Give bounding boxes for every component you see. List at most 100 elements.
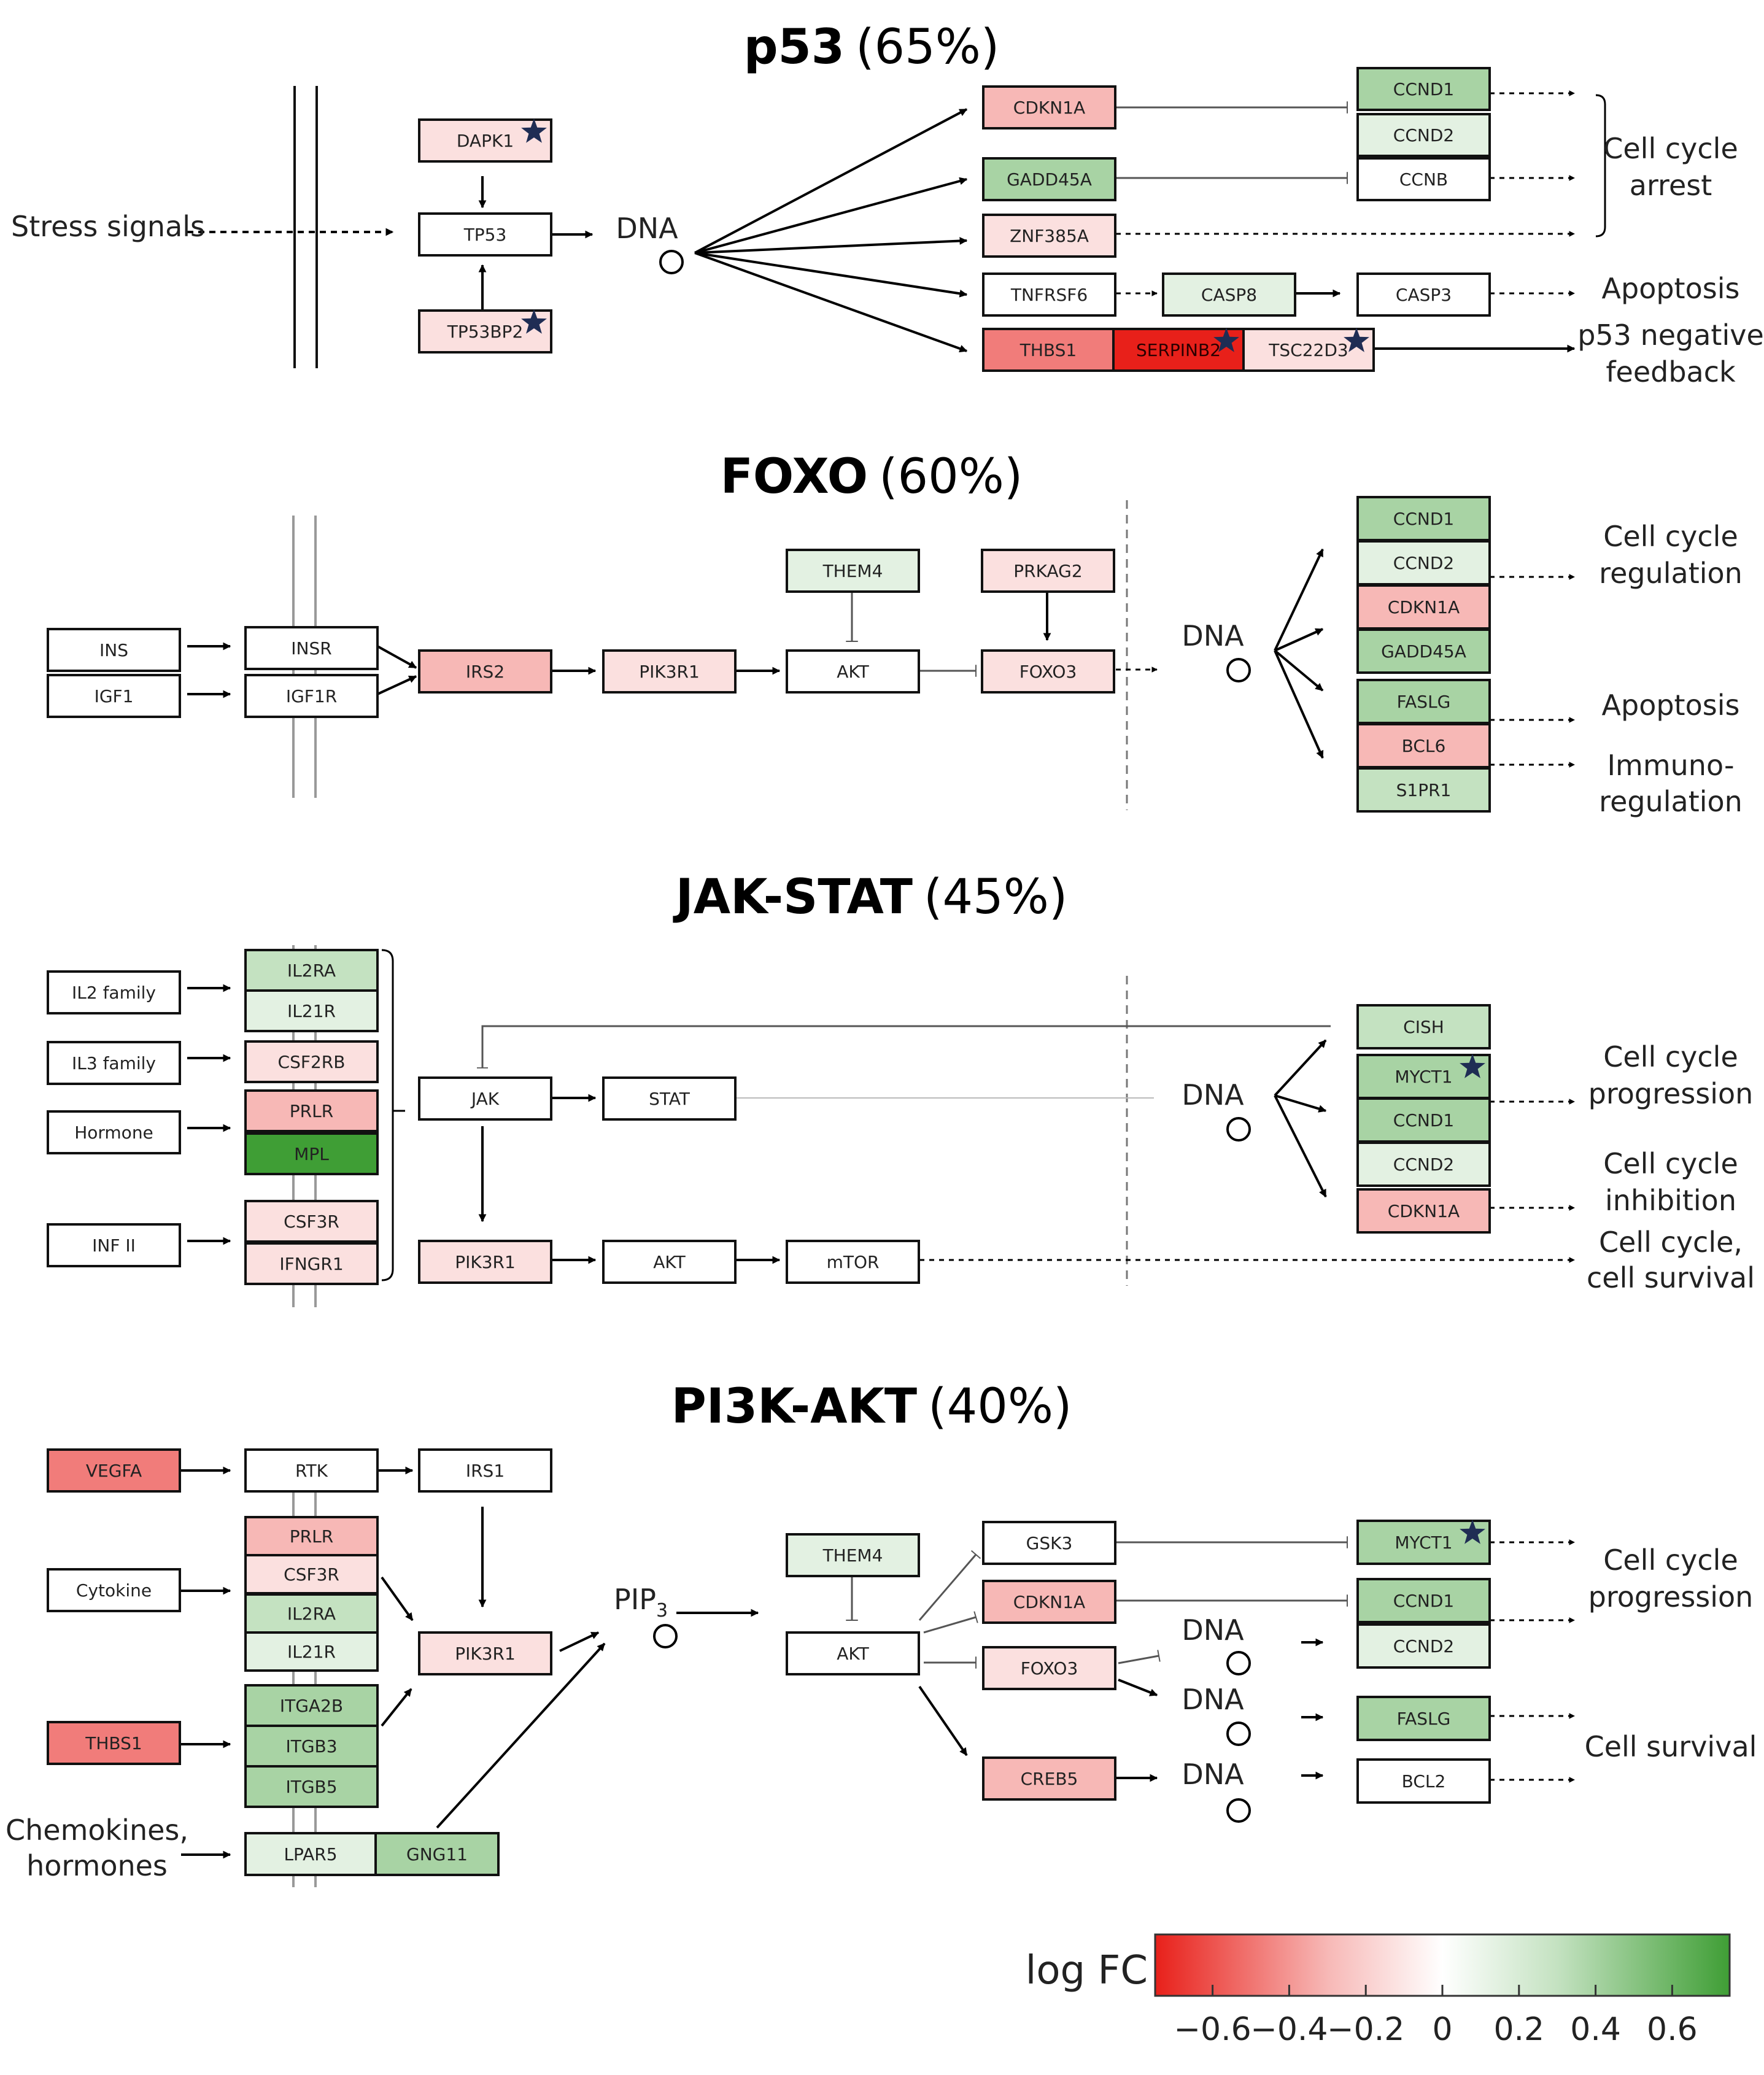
gene-label: JAK [470, 1089, 500, 1109]
gene-box [1162, 272, 1296, 317]
gene-label: THEM4 [822, 1545, 883, 1566]
gene-p53-thbs1: THBS1 [982, 328, 1115, 372]
dna-label-foxo: DNA [1182, 619, 1244, 652]
gene-label: DAPK1 [457, 131, 514, 151]
gene-jak-cish: CISH [1356, 1004, 1491, 1049]
title-pi3k-name: PI3K-AKT [671, 1379, 918, 1434]
dna-label-pi3k-2: DNA [1182, 1683, 1244, 1716]
gene-pi3k-gsk3: GSK3 [982, 1521, 1116, 1565]
gene-label: FASLG [1397, 1709, 1451, 1729]
gene-pi3k-itgb3: ITGB3 [244, 1725, 379, 1768]
gene-label: CCND2 [1393, 125, 1454, 145]
outcome-apoptosis-p53: Apoptosis [1602, 272, 1740, 305]
outcome-cc-prog-jak-2: progression [1588, 1077, 1754, 1110]
gene-jak-hormone: Hormone [47, 1110, 181, 1154]
outcome-neg-fb-2: feedback [1606, 355, 1736, 388]
outcome-cc-arrest-2: arrest [1630, 169, 1712, 202]
gene-foxo-gadd45a: GADD45A [1356, 628, 1491, 674]
gene-box [418, 1076, 552, 1121]
title-foxo: FOXO(60%) [721, 449, 1023, 504]
title-foxo-name: FOXO [721, 449, 868, 504]
gene-label: CCNB [1399, 169, 1448, 190]
outcome-cc-prog-pi3k-2: progression [1588, 1580, 1754, 1613]
gene-pi3k-il2ra: IL2RA [244, 1593, 379, 1634]
connectors [181, 90, 1606, 1859]
gene-box [1356, 1623, 1491, 1669]
gene-pi3k-pik3r1: PIK3R1 [418, 1631, 552, 1675]
gene-label: MYCT1 [1395, 1532, 1452, 1553]
outcome-neg-fb-1: p53 negative [1577, 319, 1764, 352]
gene-jak-il3-family: IL3 family [47, 1041, 181, 1085]
gene-label: CDKN1A [1388, 1201, 1460, 1221]
gene-label: AKT [837, 662, 869, 682]
gene-jak-mtor: mTOR [786, 1240, 920, 1284]
legend-tick-label: 0.4 [1570, 2011, 1621, 2048]
star-icon [521, 118, 547, 143]
gene-p53-dapk1: DAPK1 [418, 118, 552, 163]
gene-jak-inf-ii: INF II [47, 1223, 181, 1267]
gene-label: CSF2RB [278, 1052, 346, 1072]
gene-label: GADD45A [1381, 641, 1466, 662]
gene-foxo-cdkn1a: CDKN1A [1356, 584, 1491, 630]
dna-circle-pi3k-3 [1226, 1798, 1251, 1823]
gene-jak-ccnd1: CCND1 [1356, 1097, 1491, 1143]
gene-jak-il21r: IL21R [244, 989, 379, 1032]
gene-label: CISH [1403, 1017, 1444, 1037]
gene-label: IL21R [287, 1642, 336, 1662]
gene-label: LPAR5 [284, 1844, 337, 1864]
gene-label: BCL6 [1402, 736, 1446, 756]
gene-box [374, 1832, 500, 1876]
gene-pi3k-il21r: IL21R [244, 1631, 379, 1672]
gene-box [602, 1240, 737, 1284]
star-icon [1344, 328, 1369, 352]
title-pi3k-pct: (40%) [928, 1379, 1072, 1434]
gene-foxo-them4: THEM4 [786, 549, 920, 593]
gene-foxo-akt: AKT [786, 649, 920, 694]
membranes [293, 86, 318, 368]
gene-box [244, 1832, 377, 1876]
gene-box [982, 1580, 1116, 1624]
gene-label: RTK [295, 1461, 328, 1481]
gene-label: INSR [291, 638, 331, 659]
gene-label: CCND1 [1393, 79, 1454, 99]
gene-jak-mpl: MPL [244, 1132, 379, 1175]
legend-tick-label: 0 [1432, 2011, 1452, 2048]
gene-box [47, 970, 181, 1014]
gene-label: IRS1 [466, 1461, 505, 1481]
gene-box [1356, 1578, 1491, 1623]
gene-box [786, 1240, 920, 1284]
gene-foxo-pik3r1: PIK3R1 [602, 649, 737, 694]
gene-foxo-ins: INS [47, 628, 181, 672]
outcome-cc-inh-1: Cell cycle [1603, 1147, 1738, 1180]
gene-pi3k-akt: AKT [786, 1631, 920, 1675]
gene-box [786, 549, 920, 593]
gene-foxo-irs2: IRS2 [418, 649, 552, 694]
gene-label: CDKN1A [1013, 1592, 1085, 1612]
gene-box [244, 1089, 379, 1132]
gene-label: PIK3R1 [455, 1252, 516, 1272]
dna-circle-jak [1226, 1117, 1251, 1142]
gene-label: IL2RA [287, 1604, 336, 1624]
pip3-label-sub: 3 [656, 1600, 668, 1621]
gene-box [982, 85, 1116, 129]
gene-box [47, 674, 181, 718]
gene-foxo-igf1: IGF1 [47, 674, 181, 718]
gene-box [1356, 767, 1491, 813]
labels: Stress signals DNA DNA DNA PIP3 DNA DNA … [6, 132, 1764, 1882]
gene-label: PRLR [290, 1526, 333, 1547]
gene-jak-cdkn1a: CDKN1A [1356, 1188, 1491, 1234]
gene-box [418, 1448, 552, 1493]
gene-label: INS [99, 640, 128, 660]
gene-box [1356, 1142, 1491, 1187]
gene-foxo-insr: INSR [244, 626, 379, 670]
title-pi3k: PI3K-AKT(40%) [671, 1379, 1072, 1434]
gene-label: CDKN1A [1013, 98, 1085, 118]
gene-box [47, 628, 181, 672]
gene-label: IGF1 [95, 686, 134, 706]
gene-label: TNFRSF6 [1010, 285, 1088, 305]
gene-label: Hormone [74, 1123, 153, 1143]
legend-tick-label: −0.4 [1250, 2011, 1328, 2048]
gene-p53-ccnd2: CCND2 [1356, 113, 1491, 157]
